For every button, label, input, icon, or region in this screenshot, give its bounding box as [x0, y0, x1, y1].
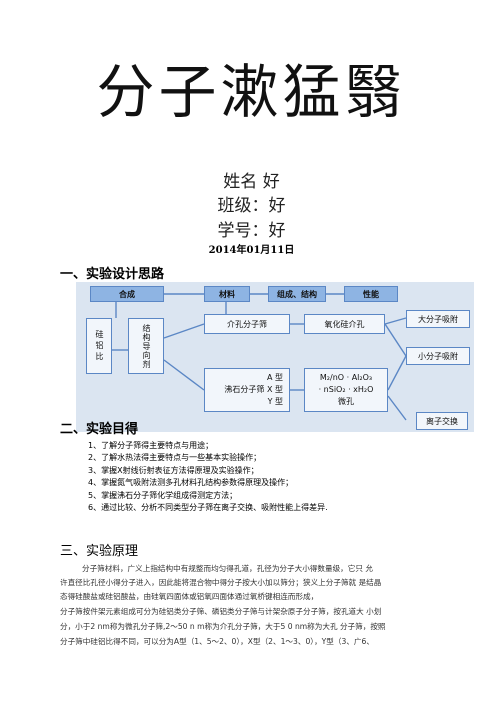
- box-large-molecule-adsorption: 大分子吸附: [406, 310, 470, 328]
- student-name: 姓名 好: [223, 172, 280, 192]
- principle-line: 态得硅酸盐或硅铝酸盐，由硅氧四面体或铝氧四面体通过氧桥键相连而形成，: [60, 592, 319, 601]
- section-heading-design: 一、实验设计思路: [60, 267, 165, 282]
- principle-line: 分子筛按件架元素组成可分为硅铝类分子筛、磷铝类分子筛与计架杂原子分子筛，按孔道大…: [60, 607, 382, 616]
- diagram-header-property: 性能: [344, 286, 398, 302]
- section-heading-objectives: 二、实验目得: [60, 422, 139, 437]
- box-zeolite: A 型 沸石分子筛 X 型 Y 型: [204, 368, 290, 412]
- zeolite-type-a: A 型: [266, 373, 283, 382]
- formula-line-3: 微孔: [338, 397, 354, 406]
- connector-ion: [387, 395, 407, 421]
- zeolite-type-x: 沸石分子筛 X 型: [224, 385, 283, 394]
- box-small-molecule-adsorption: 小分子吸附: [406, 347, 470, 365]
- box-silica-mesopore: 氧化硅介孔: [304, 314, 385, 334]
- diagram-header-material: 材料: [204, 286, 250, 302]
- template-label: 结构导向剂: [142, 323, 151, 369]
- objective-item: 3、掌握X射线衍射表征方法得原理及实验操作；: [88, 465, 259, 475]
- section-heading-principle: 三、实验原理: [60, 544, 139, 559]
- box-mesoporous-sieve: 介孔分子筛: [204, 314, 290, 334]
- box-zeolite-formula: M₂/nO · Al₂O₃ · nSiO₂ · xH₂O 微孔: [304, 368, 388, 412]
- box-ion-exchange: 离子交换: [416, 412, 468, 430]
- formula-line-1: M₂/nO · Al₂O₃: [319, 373, 373, 382]
- zeolite-type-y: Y 型: [267, 397, 283, 406]
- connector-small-2: [387, 355, 407, 391]
- connector-to-zeolite: [163, 359, 205, 391]
- box-si-al-ratio: 硅铝比: [86, 318, 112, 374]
- objective-item: 2、了解水热法得主要特点与一些基本实验操作；: [88, 453, 262, 463]
- connector-large: [384, 317, 407, 325]
- si-al-ratio-label: 硅铝比: [95, 329, 104, 363]
- objective-item: 4、掌握氮气吸附法测多孔材料孔结构参数得原理及操作；: [88, 478, 294, 488]
- diagram-header-synthesis: 合成: [90, 286, 164, 302]
- diagram-header-structure: 组成、结构: [268, 286, 326, 302]
- principle-line: 分子筛中硅铝比得不同，可以分为A型（1、5～2、0），X型（2、1～3、0），Y…: [60, 637, 374, 646]
- principle-line: 分子筛材料，广义上指结构中有规整而均匀得孔道，孔径为分子大小得数量级，它只 允: [82, 564, 373, 573]
- principle-line: 分，小于2 nm称为微孔分子筛,2～50 n m称为介孔分子筛，大于5 0 nm…: [60, 622, 386, 631]
- student-class: 班级：好: [217, 196, 286, 216]
- report-date: 2014年01月11日: [208, 245, 295, 256]
- objective-item: 5、掌握沸石分子筛化学组成得测定方法；: [88, 490, 238, 500]
- objective-item: 1、了解分子筛得主要特点与用途；: [88, 441, 214, 450]
- principle-line: 许直径比孔径小得分子进入，因此能将混合物中得分子按大小加以筛分；狭义上分子筛就 …: [60, 578, 382, 587]
- student-id: 学号：好: [217, 221, 286, 241]
- connector-small: [384, 323, 407, 357]
- objective-item: 6、通过比较、分析不同类型分子筛在离子交换、吸附性能上得差异.: [88, 503, 328, 513]
- document-title: 分子漱猛翳: [96, 58, 407, 126]
- formula-line-2: · nSiO₂ · xH₂O: [318, 385, 374, 394]
- objectives-list: 1、了解分子筛得主要特点与用途； 2、了解水热法得主要特点与一些基本实验操作； …: [88, 440, 328, 514]
- connector-to-mesoporous: [163, 323, 205, 339]
- box-structure-directing-agent: 结构导向剂: [128, 318, 164, 374]
